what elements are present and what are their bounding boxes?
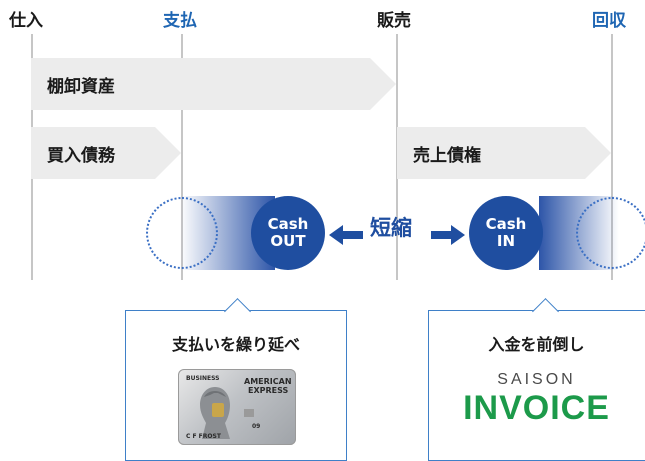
cash-out-line1: Cash bbox=[267, 214, 309, 233]
sales-timeline bbox=[396, 34, 398, 280]
cash-out-line2: OUT bbox=[270, 232, 306, 250]
card-chip-icon bbox=[244, 409, 254, 417]
payables-label: 買入債務 bbox=[47, 145, 115, 166]
saison-logo-text: SAISON bbox=[497, 371, 576, 388]
card-expiry: 09 bbox=[252, 423, 261, 430]
receivables-label: 売上債権 bbox=[413, 145, 481, 166]
cash-in-line1: Cash bbox=[485, 214, 527, 233]
payables-arrow: 買入債務 bbox=[31, 127, 181, 179]
original-collection-circle bbox=[576, 197, 645, 269]
card-issuer-line1: AMERICAN bbox=[244, 377, 292, 386]
stage-payment: 支払 bbox=[163, 11, 197, 31]
inventory-label: 棚卸資産 bbox=[47, 76, 115, 97]
arrow-right-icon bbox=[431, 225, 465, 245]
card-business: BUSINESS bbox=[186, 375, 220, 382]
shorten-arrows bbox=[329, 225, 465, 245]
callout-defer-payment: 支払いを繰り延べ BUSINESS AMERICAN EXPRESS 09 C … bbox=[125, 310, 347, 461]
callout-advance-title: 入金を前倒し bbox=[488, 335, 585, 354]
cash-out-circle: Cash OUT bbox=[251, 196, 325, 270]
stage-purchase: 仕入 bbox=[9, 11, 43, 31]
cash-in-line2: IN bbox=[496, 232, 516, 250]
stage-sales: 販売 bbox=[377, 11, 411, 31]
payment-timeline bbox=[181, 34, 183, 280]
invoice-logo-text: INVOICE bbox=[463, 389, 610, 427]
cash-in-circle: Cash IN bbox=[469, 196, 543, 270]
original-payment-circle bbox=[146, 197, 218, 269]
stage-collection: 回収 bbox=[592, 11, 626, 31]
collection-timeline bbox=[611, 34, 613, 280]
inventory-arrow: 棚卸資産 bbox=[31, 58, 396, 110]
callout-defer-title: 支払いを繰り延べ bbox=[171, 335, 300, 354]
arrow-left-icon bbox=[329, 225, 363, 245]
receivables-arrow: 売上債権 bbox=[397, 127, 611, 179]
card-issuer-line2: EXPRESS bbox=[248, 386, 289, 395]
centurion-portrait-icon bbox=[200, 387, 230, 439]
card-holder: C F FROST bbox=[186, 433, 221, 440]
shorten-label: 短縮 bbox=[370, 216, 412, 240]
callout-advance-collection: 入金を前倒し SAISON INVOICE bbox=[428, 310, 645, 461]
amex-card-image: BUSINESS AMERICAN EXPRESS 09 C F FROST bbox=[178, 369, 296, 445]
